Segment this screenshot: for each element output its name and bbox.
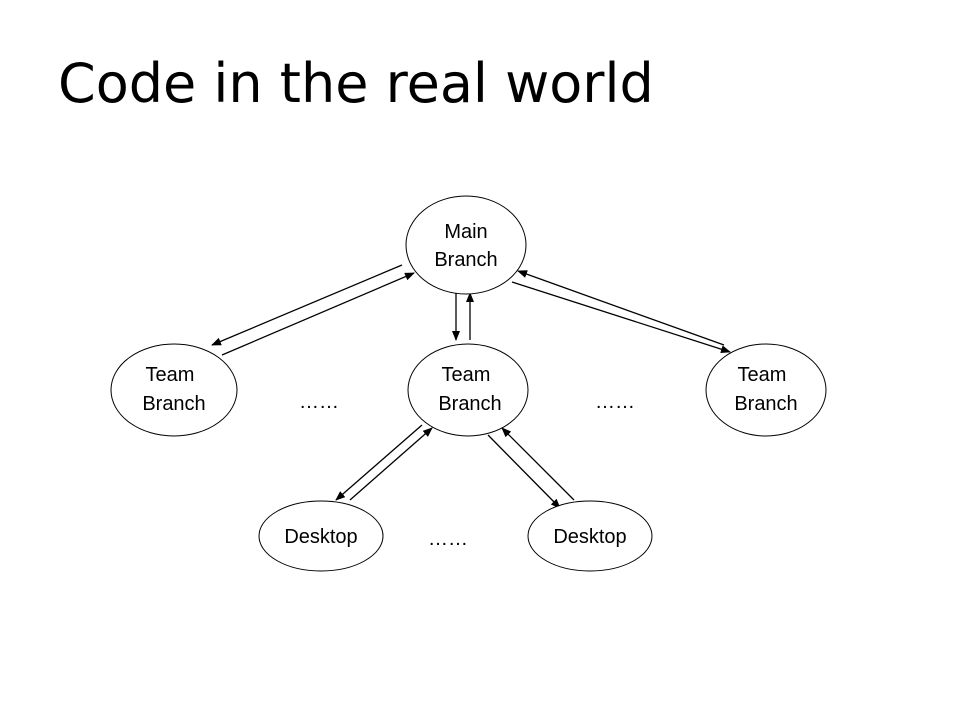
node-team-branch-center-line2: Branch [438, 393, 501, 415]
arrow-desktop-left-to-team-center [349, 427, 433, 501]
node-team-branch-right: Team Branch [705, 343, 827, 437]
node-team-branch-center: Team Branch [407, 343, 529, 437]
node-main-branch-shape [405, 195, 527, 295]
node-team-branch-right-shape [705, 343, 827, 437]
node-team-branch-center-line1: Team [442, 364, 491, 386]
node-team-branch-left-shape [110, 343, 238, 437]
slide-title: Code in the real world [58, 52, 654, 115]
node-desktop-right: Desktop [527, 500, 653, 572]
node-team-branch-center-shape [407, 343, 529, 437]
arrow-main-to-team-left [211, 264, 403, 346]
node-main-branch: Main Branch [405, 195, 527, 295]
node-team-branch-right-line2: Branch [734, 393, 797, 415]
ellipsis-team-right-gap: …… [595, 391, 635, 413]
node-main-branch-line1: Main [444, 221, 487, 243]
arrow-main-to-team-right [511, 281, 731, 354]
ellipsis-team-left-gap: …… [299, 391, 339, 413]
node-team-branch-left: Team Branch [110, 343, 238, 437]
ellipsis-desktop-gap: …… [428, 528, 468, 550]
arrow-team-center-to-desktop-right [487, 434, 561, 509]
node-team-branch-left-line2: Branch [142, 393, 205, 415]
node-desktop-left-label: Desktop [284, 526, 357, 548]
node-main-branch-line2: Branch [434, 249, 497, 271]
node-team-branch-right-line1: Team [738, 364, 787, 386]
arrow-desktop-right-to-team-center [501, 427, 575, 501]
arrow-team-center-to-desktop-left [335, 424, 423, 501]
arrow-team-right-to-main [517, 270, 725, 346]
arrow-team-left-to-main [221, 272, 415, 356]
node-desktop-left-shape [258, 500, 384, 572]
node-team-branch-left-line1: Team [146, 364, 195, 386]
node-desktop-right-shape [527, 500, 653, 572]
node-desktop-right-label: Desktop [553, 526, 626, 548]
node-desktop-left: Desktop [258, 500, 384, 572]
